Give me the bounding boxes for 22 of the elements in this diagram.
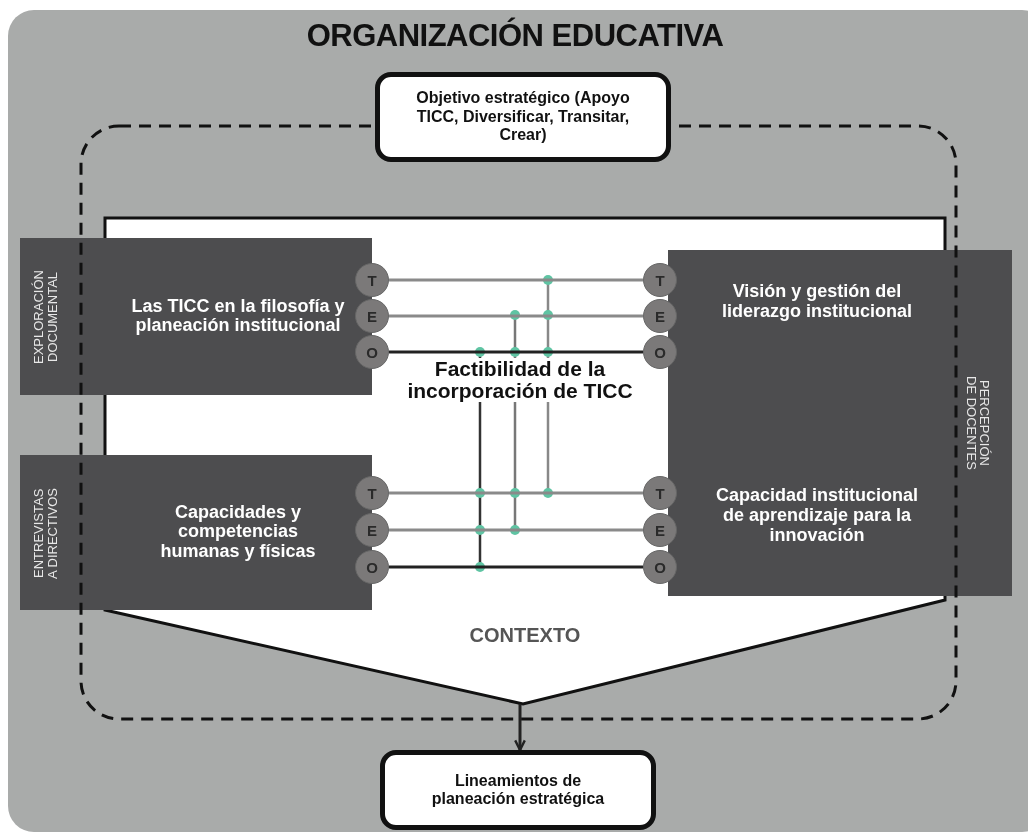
side-label: ENTREVISTAS A DIRECTIVOS <box>32 486 60 581</box>
panel-text: Capacidades y competencias humanas y físicas <box>159 502 317 563</box>
panel-text: Visión y gestión del liderazgo institucional <box>721 282 913 322</box>
side-label: PERCEPCIÓN DE DOCENTES <box>964 375 992 471</box>
connector-line <box>389 278 643 282</box>
panel-text: Las TICC en la filosofía y planeación institucional <box>130 296 346 337</box>
panel-title: ORGANIZACIÓN EDUCATIVA <box>305 18 725 54</box>
connector-line <box>389 491 643 495</box>
connector-line <box>389 565 643 569</box>
box-text: Objetivo estratégico (Apoyo TICC, Diversificar, Transitar, Crear) <box>415 89 631 145</box>
connector-line <box>389 350 643 354</box>
connector-line <box>389 528 643 532</box>
rounded-box <box>375 72 671 162</box>
dark-panel <box>668 250 1012 596</box>
rounded-box <box>380 750 656 830</box>
panel-background <box>8 10 1028 832</box>
connector-line <box>389 314 643 318</box>
panel-text: Capacidad institucional de aprendizaje para la innovación <box>714 486 919 546</box>
arrow <box>514 704 526 752</box>
side-label: EXPLORACIÓN DOCUMENTAL <box>32 268 60 365</box>
box-text: Lineamientos de planeación estratégica <box>430 771 606 809</box>
context-label: CONTEXTO <box>468 624 582 647</box>
